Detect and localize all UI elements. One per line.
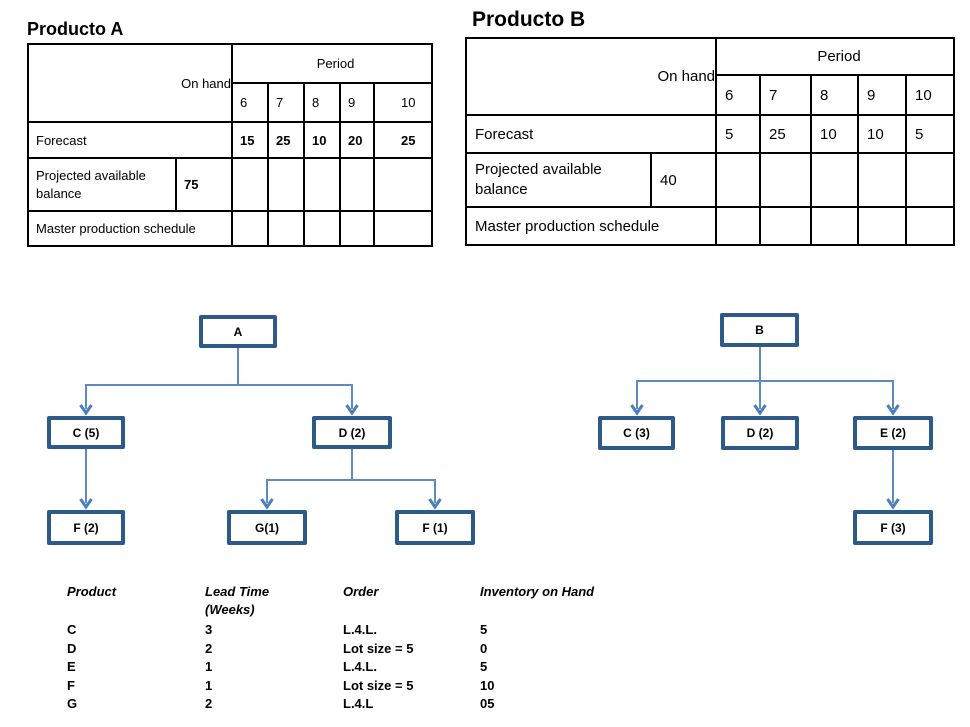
bom-b-node-d: D (2) [721,416,799,450]
forecast-value: 25 [267,121,305,159]
product-a-title: Producto A [27,19,124,39]
mps-period-cell [372,210,434,247]
master-production-schedule-label: Master production schedule [27,210,233,247]
item-order: L.4.L. [343,622,377,637]
pab-period-cell [810,152,860,208]
item-row: D 2 Lot size = 5 0 [67,641,687,659]
item-inventory: 5 [480,659,488,674]
item-inventory: 0 [480,640,488,656]
order-column-header: Order [343,584,379,599]
product-column-header: Product [67,584,117,599]
lead-time-unit-label: (Weeks) [205,602,255,617]
item-lead-time: 1 [205,659,213,674]
item-row: G 2 L.4.L 05 [67,696,687,714]
on-hand-label: On hand [27,43,233,123]
pab-period-cell [857,152,908,208]
item-lead-time: 2 [205,696,213,711]
pab-period-cell [905,152,956,208]
forecast-value: 5 [905,114,956,154]
item-order: L.4.L. [343,659,377,674]
mps-table-product-a: On hand Period 6 7 8 9 10 Forecast 15 25… [27,43,434,247]
item-lead-time: 3 [205,622,213,637]
item-row: E 1 L.4.L. 5 [67,659,687,677]
period-number: 10 [372,82,434,123]
item-row: C 3 L.4.L. 5 [67,622,687,640]
mps-period-cell [759,206,813,246]
inventory-column-header: Inventory on Hand [480,584,595,599]
period-number: 8 [303,82,341,123]
mps-period-cell [857,206,908,246]
projected-available-balance-label: Projected available balance [27,157,177,212]
item-order: L.4.L [343,696,374,711]
item-product: D [67,640,77,656]
bom-b-node-f: F (3) [853,510,933,545]
forecast-value: 10 [810,114,860,154]
item-product: G [67,696,78,711]
pab-period-cell [339,157,375,212]
period-header: Period [715,37,956,76]
period-number: 8 [810,74,860,116]
item-inventory: 10 [480,677,495,693]
item-product: E [67,659,76,674]
product-b-title: Producto B [472,8,586,31]
bom-b-node-c: C (3) [598,416,675,450]
lead-time-column-header: Lead Time [205,584,270,599]
pab-period-cell [372,157,434,212]
pab-period-cell [303,157,341,212]
projected-available-balance-label: Projected available balance [465,152,652,208]
bom-a-node-d: D (2) [312,416,392,449]
mps-period-cell [231,210,269,247]
item-order: Lot size = 5 [343,640,414,656]
item-inventory: 05 [480,696,495,711]
bom-a-node-c: C (5) [47,416,125,449]
bom-a-node-root: A [199,315,277,348]
bom-b-node-root: B [720,313,799,347]
mps-period-cell [303,210,341,247]
on-hand-label: On hand [464,37,718,116]
forecast-value: 15 [231,121,269,159]
mps-period-cell [267,210,305,247]
bom-b-node-e: E (2) [853,416,933,450]
item-lead-time: 2 [205,640,213,656]
mps-period-cell [810,206,860,246]
period-number: 9 [339,82,375,123]
mps-period-cell [715,206,762,246]
period-number: 10 [905,74,956,116]
forecast-value: 10 [303,121,341,159]
period-number: 6 [715,74,762,116]
item-order: Lot size = 5 [343,677,414,693]
bom-a-node-g: G(1) [227,510,307,545]
pab-period-cell [267,157,305,212]
pab-period-cell [231,157,269,212]
forecast-value: 25 [372,121,434,159]
mps-period-cell [905,206,956,246]
forecast-label: Forecast [464,114,718,154]
period-number: 6 [231,82,269,123]
bom-a-node-f2: F (2) [47,510,125,545]
item-row: F 1 Lot size = 5 10 [67,678,687,696]
pab-period-cell [715,152,762,208]
forecast-value: 5 [715,114,762,154]
item-parameter-list: Product Lead Time (Weeks) Order Inventor… [67,584,687,719]
pab-period-cell [759,152,813,208]
forecast-value: 20 [339,121,375,159]
period-number: 9 [857,74,908,116]
forecast-value: 10 [857,114,908,154]
mps-table-product-b: On hand Period 6 7 8 9 10 Forecast 5 25 … [464,37,956,246]
period-number: 7 [759,74,813,116]
bom-a-node-f1: F (1) [395,510,475,545]
mps-period-cell [339,210,375,247]
projected-available-balance-on-hand: 40 [649,152,718,208]
item-product: C [67,622,77,637]
forecast-value: 25 [759,114,813,154]
period-header: Period [230,43,434,84]
period-number: 7 [267,82,305,123]
forecast-label: Forecast [27,121,233,159]
item-inventory: 5 [480,622,488,637]
master-production-schedule-label: Master production schedule [464,206,718,246]
projected-available-balance-on-hand: 75 [175,157,233,212]
item-lead-time: 1 [205,677,213,693]
item-product: F [67,677,75,693]
